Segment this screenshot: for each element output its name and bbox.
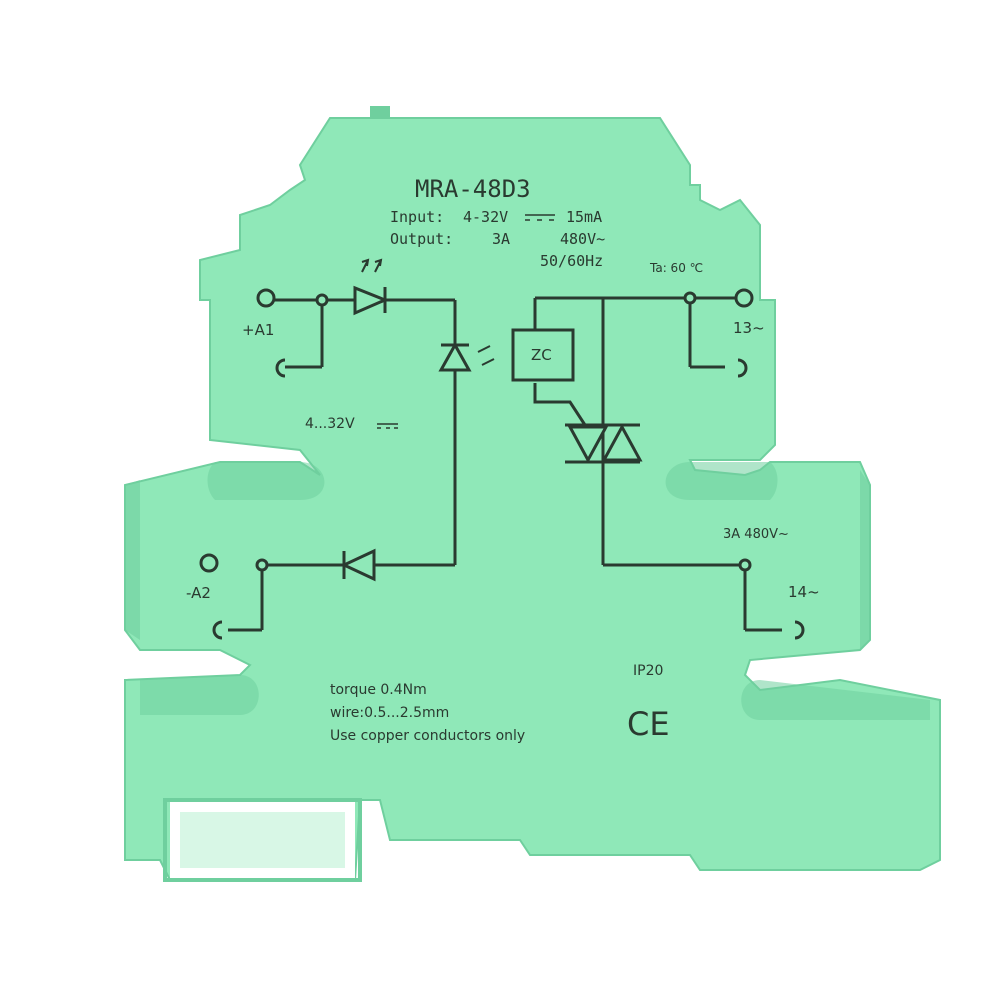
- output-voltage: 480V~: [560, 230, 605, 248]
- terminal-14-label: 14~: [788, 583, 820, 601]
- node-13-circle: [683, 291, 697, 305]
- torque-note: torque 0.4Nm: [330, 682, 427, 698]
- hook-a2: [212, 620, 223, 640]
- terminal-a2-circle: [199, 553, 219, 573]
- model-title: MRA-48D3: [415, 175, 531, 203]
- output-label: Output:: [390, 230, 453, 248]
- input-voltage: 4-32V: [463, 208, 508, 226]
- wire-note: wire:0.5...2.5mm: [330, 705, 449, 721]
- screw-hooks: [212, 358, 805, 640]
- input-range-dc-symbol: [377, 423, 398, 429]
- ambient-temperature: Ta: 60 ℃: [649, 261, 703, 275]
- node-a1-circle: [315, 293, 329, 307]
- terminal-a2-label: -A2: [186, 584, 211, 602]
- input-range-label: 4...32V: [305, 416, 355, 432]
- hook-14: [794, 620, 805, 640]
- terminal-a1-circle: [256, 288, 276, 308]
- relay-housing: [124, 106, 941, 882]
- output-current: 3A: [492, 230, 510, 248]
- copper-note: Use copper conductors only: [330, 728, 525, 744]
- hook-13: [737, 358, 748, 378]
- terminal-a1-label: +A1: [242, 321, 274, 339]
- terminal-13-circle: [734, 288, 754, 308]
- ip-rating: IP20: [633, 663, 663, 679]
- led-diode-symbol: [353, 258, 389, 316]
- dc-symbol: [525, 214, 555, 221]
- output-rating-label: 3A 480V~: [723, 527, 789, 542]
- node-14-circle: [738, 558, 752, 572]
- node-a2-circle: [255, 558, 269, 572]
- optocoupler-diode-symbol: [438, 341, 495, 372]
- terminal-13-label: 13~: [733, 319, 765, 337]
- input-current: 15mA: [566, 208, 602, 226]
- zero-cross-block: [511, 328, 575, 382]
- zc-label: ZC: [531, 346, 552, 364]
- triac-symbol: [565, 423, 643, 464]
- hook-a1: [275, 358, 286, 378]
- ce-mark: CE: [627, 705, 670, 743]
- output-frequency: 50/60Hz: [540, 252, 603, 270]
- input-label: Input:: [390, 208, 444, 226]
- terminal-circles: [199, 288, 754, 573]
- protection-diode-symbol: [340, 548, 376, 582]
